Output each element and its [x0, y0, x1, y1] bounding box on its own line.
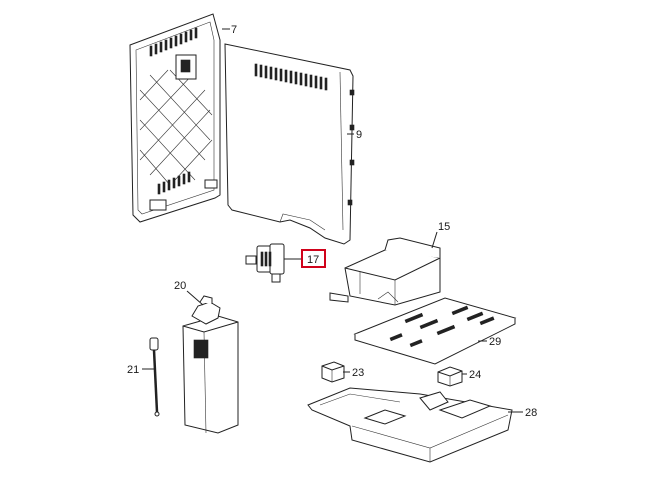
callout-21: 21	[127, 364, 139, 376]
callout-29: 29	[489, 336, 501, 348]
part-7-back-panel[interactable]	[129, 13, 221, 223]
callout-28: 28	[525, 407, 537, 419]
callout-23: 23	[352, 367, 364, 379]
callout-24: 24	[469, 369, 481, 381]
part-15-drip-holder[interactable]	[329, 237, 441, 306]
part-17-valve[interactable]	[245, 243, 285, 283]
part-9-side-panel[interactable]	[224, 43, 355, 245]
part-21-level-rod[interactable]	[149, 337, 160, 417]
callout-17-highlight	[301, 249, 326, 268]
callout-17: 17	[307, 254, 319, 266]
part-24-clip[interactable]	[437, 366, 463, 387]
callout-9: 9	[356, 129, 362, 141]
callout-15: 15	[438, 221, 450, 233]
leader-lines	[142, 28, 523, 413]
part-29-drip-grid[interactable]	[353, 297, 517, 365]
part-23-block[interactable]	[321, 361, 345, 383]
part-20-water-tank[interactable]	[182, 295, 239, 434]
part-28-base-tray[interactable]	[307, 387, 513, 463]
callout-7: 7	[231, 24, 237, 36]
callout-20: 20	[174, 280, 186, 292]
